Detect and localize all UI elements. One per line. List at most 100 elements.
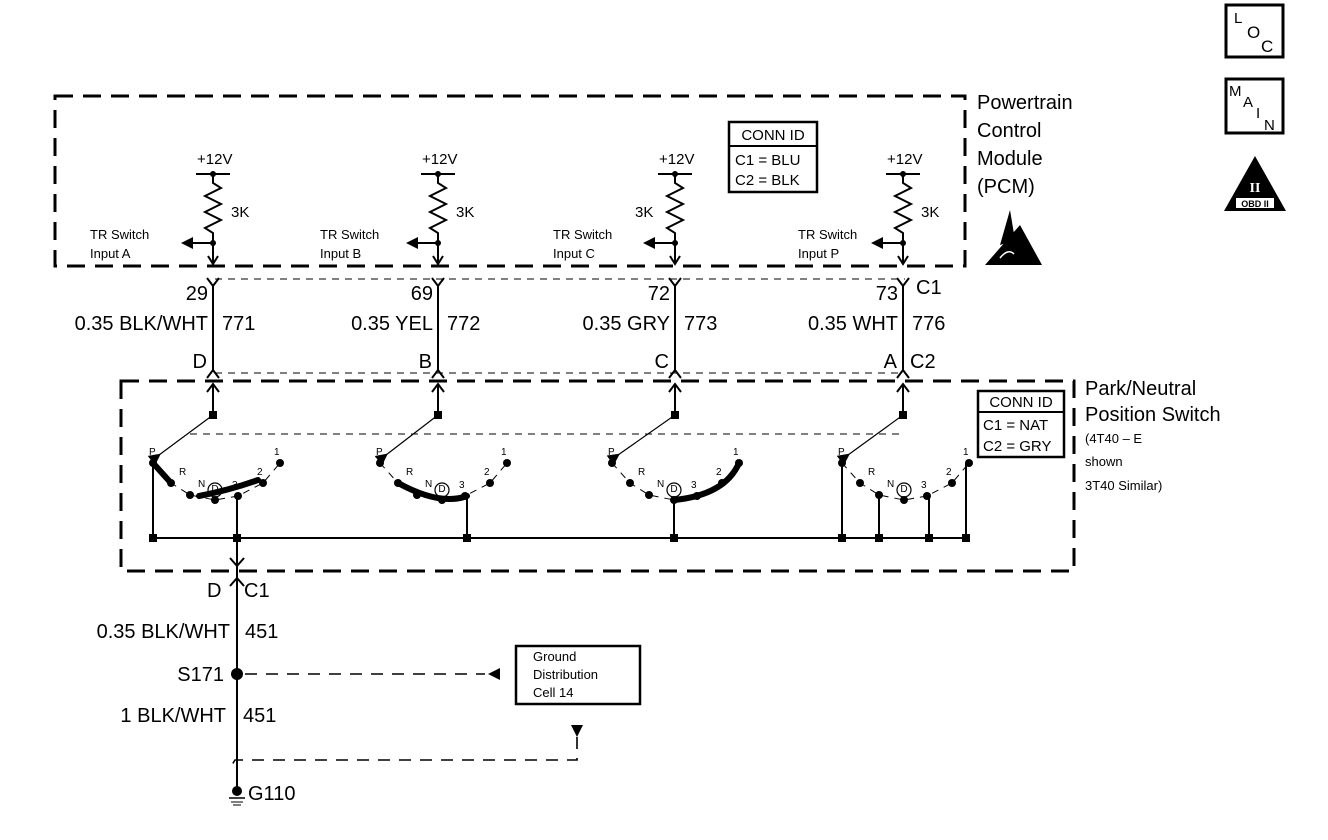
pcm-boundary: [53, 94, 967, 268]
svg-text:R: R: [406, 467, 413, 478]
svg-text:R: R: [868, 467, 875, 478]
svg-text:1: 1: [274, 447, 280, 458]
svg-text:P: P: [376, 447, 383, 458]
svg-text:L: L: [1234, 10, 1242, 27]
svg-text:N: N: [657, 479, 664, 490]
svg-text:CONN ID: CONN ID: [741, 127, 805, 144]
connector-terminal-icon: [668, 277, 682, 288]
circuit-number-label: 771: [222, 313, 255, 335]
svg-text:2: 2: [257, 467, 263, 478]
svg-text:Powertrain: Powertrain: [977, 92, 1073, 114]
switch-pin-label: A: [884, 351, 898, 373]
svg-text:(4T40 – E: (4T40 – E: [1085, 431, 1142, 446]
svg-text:(PCM): (PCM): [977, 176, 1035, 198]
switch-conn-id-box: CONN ID C1 = NAT C2 = GRY: [976, 389, 1066, 459]
svg-text:451: 451: [245, 621, 278, 643]
svg-text:N: N: [198, 479, 205, 490]
svg-text:Park/Neutral: Park/Neutral: [1085, 378, 1196, 400]
output-arrow-icon: [181, 237, 193, 249]
svg-text:TR Switch: TR Switch: [798, 227, 857, 242]
output-arrow-icon: [871, 237, 883, 249]
svg-text:N: N: [1264, 117, 1275, 134]
output-arrow-icon: [406, 237, 418, 249]
switch-boundary: [119, 379, 1076, 573]
svg-text:P: P: [838, 447, 845, 458]
svg-text:Distribution: Distribution: [533, 667, 598, 682]
svg-text:Control: Control: [977, 120, 1041, 142]
svg-text:2: 2: [484, 467, 490, 478]
main-icon[interactable]: M A I N: [1224, 77, 1285, 135]
svg-text:1: 1: [501, 447, 507, 458]
pcm-title: Powertrain Control Module (PCM): [977, 92, 1073, 198]
svg-text:Cell 14: Cell 14: [533, 685, 573, 700]
loc-icon[interactable]: L O C: [1224, 3, 1285, 59]
supply-voltage-label: +12V: [659, 151, 694, 168]
svg-text:C2 = GRY: C2 = GRY: [983, 438, 1052, 455]
svg-text:I: I: [1256, 105, 1260, 122]
obd-ii-icon[interactable]: II OBD II: [1224, 156, 1286, 211]
svg-text:3: 3: [691, 480, 697, 491]
svg-text:C1 = BLU: C1 = BLU: [735, 152, 800, 169]
svg-text:II: II: [1250, 181, 1261, 196]
svg-text:CONN ID: CONN ID: [989, 394, 1053, 411]
connector-terminal-icon: [896, 368, 910, 379]
switch-pin-label: C: [655, 351, 669, 373]
svg-text:O: O: [1247, 23, 1260, 42]
svg-text:Ground: Ground: [533, 649, 576, 664]
svg-text:C2 = BLK: C2 = BLK: [735, 172, 800, 189]
circuit-number-label: 772: [447, 313, 480, 335]
resistor-icon: [202, 174, 224, 262]
svg-text:OBD II: OBD II: [1241, 199, 1269, 209]
ground-distribution-ref-box[interactable]: Ground Distribution Cell 14: [514, 644, 642, 706]
switch-contact-bar: [196, 477, 261, 499]
connector-c2-label: C2: [910, 351, 936, 373]
svg-text:Input A: Input A: [90, 246, 131, 261]
switch-pin-label: B: [419, 351, 432, 373]
svg-text:2: 2: [716, 467, 722, 478]
svg-text:M: M: [1229, 83, 1242, 100]
resistor-icon: [664, 174, 686, 262]
svg-text:1: 1: [733, 447, 739, 458]
svg-text:TR Switch: TR Switch: [90, 227, 149, 242]
connector-terminal-icon: [206, 368, 220, 379]
svg-text:D: D: [211, 484, 218, 495]
connector-terminal-icon: [668, 368, 682, 379]
svg-text:0.35 BLK/WHT: 0.35 BLK/WHT: [97, 621, 230, 643]
resistor-icon: [427, 174, 449, 262]
supply-voltage-label: +12V: [887, 151, 922, 168]
resistor-icon: [892, 174, 914, 262]
pcm-pin-label: 72: [648, 283, 670, 305]
svg-text:Position Switch: Position Switch: [1085, 404, 1221, 426]
svg-text:N: N: [887, 479, 894, 490]
svg-text:P: P: [149, 447, 156, 458]
svg-text:D: D: [670, 484, 677, 495]
wire-color-label: 0.35 WHT: [808, 313, 898, 335]
svg-text:A: A: [1243, 94, 1253, 111]
svg-text:2: 2: [946, 467, 952, 478]
svg-text:3T40 Similar): 3T40 Similar): [1085, 478, 1162, 493]
svg-text:3: 3: [921, 480, 927, 491]
svg-text:TR Switch: TR Switch: [553, 227, 612, 242]
svg-text:P: P: [608, 447, 615, 458]
switch-pin-label: D: [193, 351, 207, 373]
splice-label: S171: [177, 664, 224, 686]
svg-text:1: 1: [963, 447, 969, 458]
connector-c1-label: C1: [916, 277, 942, 299]
svg-text:R: R: [179, 467, 186, 478]
switch-contact-bar: [671, 460, 742, 503]
svg-text:Module: Module: [977, 148, 1043, 170]
esd-sensitive-icon: [985, 210, 1042, 265]
pcm-pin-label: 29: [186, 283, 208, 305]
pcm-conn-id-box: CONN ID C1 = BLU C2 = BLK: [727, 120, 819, 194]
supply-voltage-label: +12V: [197, 151, 232, 168]
pcm-pin-label: 73: [876, 283, 898, 305]
svg-text:TR Switch: TR Switch: [320, 227, 379, 242]
pcm-pin-label: 69: [411, 283, 433, 305]
